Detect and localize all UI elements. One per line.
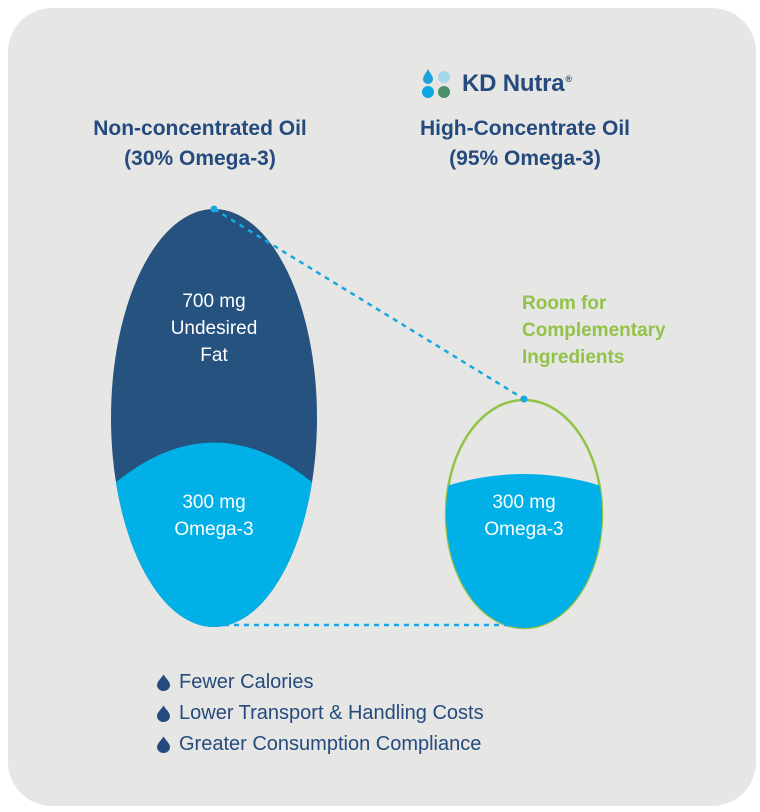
benefit-item: Fewer Calories [156,667,484,698]
top-left-dot [210,205,218,213]
left-title: Non-concentrated Oil [93,117,307,140]
droplet-bullet-icon [157,674,170,691]
left-fat-label-line2: Undesired [171,318,258,339]
benefit-text: Fewer Calories [179,671,314,693]
droplets-logo-icon [422,69,450,98]
droplet-bullet-icon [157,736,170,753]
benefit-text: Lower Transport & Handling Costs [179,702,484,724]
brand-name: KD Nutra® [462,70,572,97]
benefit-text: Greater Consumption Compliance [179,733,482,755]
left-omega-label-line2: Omega-3 [174,519,253,540]
right-subtitle: (95% Omega-3) [449,147,601,170]
room-label-line2: Complementary [522,320,666,341]
left-subtitle: (30% Omega-3) [124,147,276,170]
left-omega-portion [111,442,317,627]
left-fat-label-line3: Fat [200,345,228,366]
droplet-bullet-icon [157,705,170,722]
room-label-line1: Room for [522,293,607,314]
right-omega-label-line2: Omega-3 [484,519,563,540]
benefits-list: Fewer Calories Lower Transport & Handlin… [156,667,484,760]
right-omega-label-line1: 300 mg [492,492,555,513]
top-right-dot [520,395,528,403]
left-heading: Non-concentrated Oil (30% Omega-3) [40,114,360,174]
benefit-item: Lower Transport & Handling Costs [156,698,484,729]
right-omega-portion [446,474,602,628]
left-fat-label-line1: 700 mg [182,291,245,312]
right-title: High-Concentrate Oil [419,117,630,140]
top-connector-line [213,207,525,401]
right-heading: High-Concentrate Oil (95% Omega-3) [360,114,690,174]
room-label-line3: Ingredients [522,347,624,368]
brand-logo: KD Nutra® [420,67,572,101]
left-capsule [111,209,317,627]
left-omega-label-line1: 300 mg [182,492,245,513]
benefit-item: Greater Consumption Compliance [156,729,484,760]
